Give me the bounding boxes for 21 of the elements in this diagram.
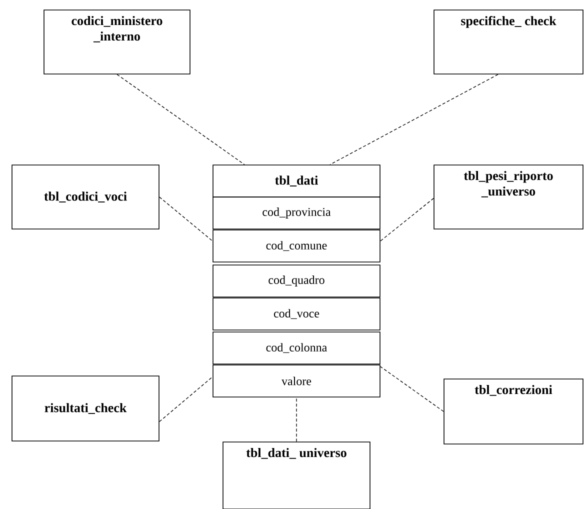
field-row: cod_quadro	[212, 264, 380, 298]
connector-line	[330, 74, 498, 165]
table-box: tbl_dati_ universo	[222, 442, 370, 509]
connector-line	[159, 376, 213, 422]
connector-line	[116, 74, 245, 165]
field-row: cod_voce	[212, 298, 380, 330]
field-row: cod_colonna	[212, 332, 380, 364]
table-box: risultati_check	[12, 376, 160, 442]
table-box: tbl_pesi_riporto _universo	[434, 164, 584, 230]
table-box: specifiche_ check	[434, 10, 584, 74]
field-row: cod_comune	[212, 230, 380, 262]
table-box: codici_ministero _interno	[44, 10, 190, 74]
field-row: valore	[212, 364, 380, 398]
table-header: tbl_dati	[212, 164, 380, 198]
connector-line	[159, 196, 213, 242]
connector-line	[380, 198, 434, 242]
field-row: cod_provincia	[212, 196, 380, 230]
connector-line	[296, 397, 297, 442]
connector-line	[380, 366, 444, 412]
table-box: tbl_codici_voci	[12, 164, 160, 230]
table-box: tbl_correzioni	[444, 378, 584, 444]
